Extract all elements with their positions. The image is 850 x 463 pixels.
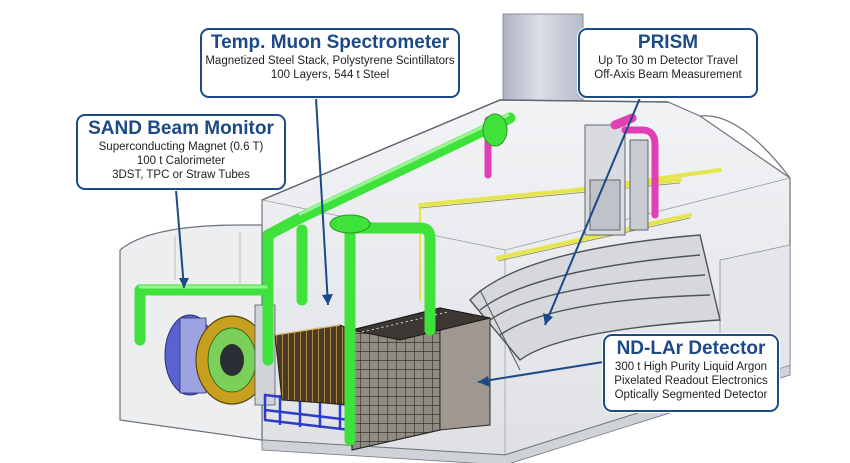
green-pipe-shaft-joint <box>482 113 508 147</box>
callout-muon-spectrometer: Temp. Muon Spectrometer Magnetized Steel… <box>200 28 460 98</box>
callout-sand-beam-monitor: SAND Beam Monitor Superconducting Magnet… <box>76 114 286 190</box>
callout-line: Magnetized Steel Stack, Polystyrene Scin… <box>205 55 455 67</box>
callout-prism: PRISM Up To 30 m Detector Travel Off-Axi… <box>578 28 758 98</box>
callout-title: SAND Beam Monitor <box>88 118 274 139</box>
callout-title: ND-LAr Detector <box>616 338 766 359</box>
muon-spectrometer-stack <box>274 324 353 406</box>
callout-line: Optically Segmented Detector <box>614 389 768 401</box>
callout-line: Superconducting Magnet (0.6 T) <box>98 141 264 153</box>
callout-line: Up To 30 m Detector Travel <box>598 55 738 67</box>
callout-title: PRISM <box>637 32 699 53</box>
callout-line: 100 t Calorimeter <box>136 155 226 167</box>
callout-line: 100 Layers, 544 t Steel <box>270 69 390 81</box>
callout-ndlar-detector: ND-LAr Detector 300 t High Purity Liquid… <box>603 334 779 412</box>
callout-line: 3DST, TPC or Straw Tubes <box>112 169 250 181</box>
callout-title: Temp. Muon Spectrometer <box>210 32 450 53</box>
callout-arrows <box>175 97 641 387</box>
callout-line: Pixelated Readout Electronics <box>614 375 768 387</box>
green-pipe-junction <box>329 214 371 234</box>
prism-track <box>469 234 721 371</box>
ndlar-cryostat <box>351 307 491 451</box>
green-pipe-highlights <box>138 113 510 289</box>
green-pipes <box>134 112 516 446</box>
sand-magnet <box>164 304 276 406</box>
callout-line: Off-Axis Beam Measurement <box>594 69 742 81</box>
machinery-tower <box>584 124 649 236</box>
callout-line: 300 t High Purity Liquid Argon <box>614 361 768 373</box>
